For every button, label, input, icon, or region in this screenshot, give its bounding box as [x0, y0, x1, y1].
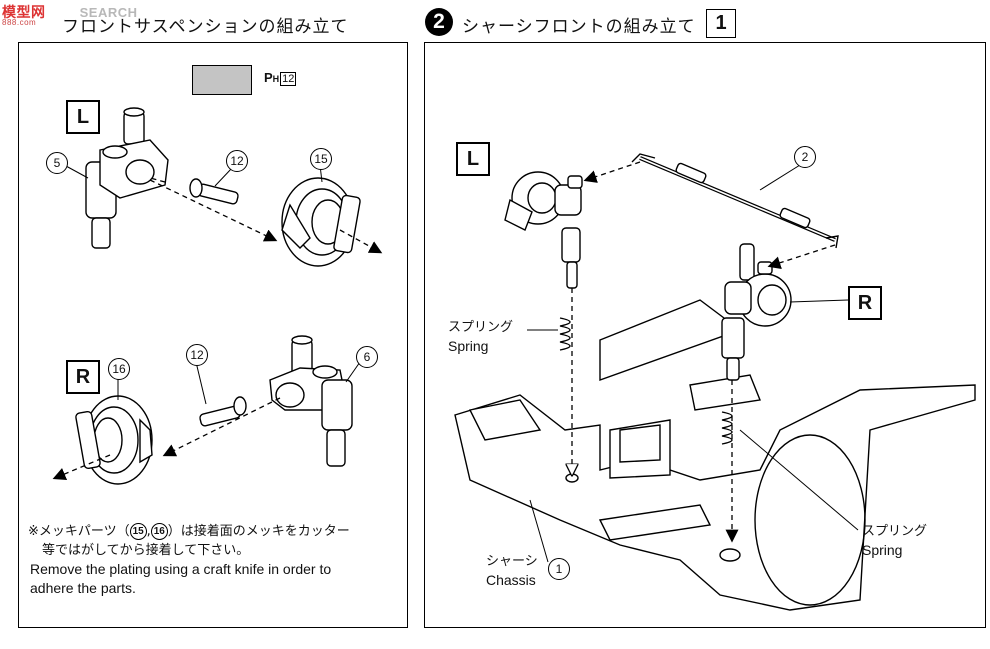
watermark-text: SEARCH	[79, 5, 138, 20]
step2-right-label: R	[848, 286, 882, 320]
paint-swatch	[192, 65, 252, 95]
step1-left-label: L	[66, 100, 100, 134]
tie-rod-part-2	[631, 153, 839, 249]
part-number-16: 16	[108, 358, 130, 380]
part-12-pin-left	[189, 178, 239, 205]
watermark-sub: 888.com	[2, 18, 37, 27]
step1-title: フロントサスペンションの組み立て	[62, 17, 349, 37]
paint-code-letter: H	[272, 74, 280, 84]
note-en-line1: Remove the plating using a craft knife i…	[30, 561, 332, 577]
part-number-2: 2	[794, 146, 816, 168]
spring-left-ja: スプリング	[448, 320, 514, 335]
chassis-ja: シャーシ	[486, 554, 538, 569]
part-16-hub-right	[75, 395, 153, 485]
step2-ref-box: 1	[706, 9, 736, 38]
knuckle-right-assembly	[721, 243, 792, 381]
step2-panel	[424, 42, 986, 628]
part-15-hub-left	[281, 177, 361, 267]
note-ja-prefix: ※メッキパーツ（	[28, 524, 130, 539]
watermark: 模型网 SEARCH 888.com	[2, 2, 138, 27]
note-en-line2: adhere the parts.	[30, 580, 136, 596]
part-5-knuckle-left	[85, 107, 169, 249]
watermark-logo: 模型网	[2, 4, 46, 20]
part-number-5: 5	[46, 152, 68, 174]
part-number-15: 15	[310, 148, 332, 170]
spring-right-en: Spring	[862, 542, 903, 558]
spring-right	[721, 411, 733, 445]
knuckle-left-assembly	[504, 171, 583, 289]
spring-left	[559, 317, 571, 351]
spring-right-ja: スプリング	[862, 524, 928, 539]
part-number-12-right: 12	[186, 344, 208, 366]
chassis-label: シャーシ Chassis	[486, 552, 538, 590]
step2-left-label: L	[456, 142, 490, 176]
spring-left-label: スプリング Spring	[448, 318, 513, 356]
paint-code-number: 12	[280, 72, 297, 86]
spring-right-label: スプリング Spring	[862, 522, 927, 560]
spring-left-en: Spring	[448, 338, 489, 354]
note-ja-line2: 等ではがしてから接着して下さい。	[42, 543, 250, 558]
note-part-15: 15	[129, 523, 147, 540]
part-number-12-left: 12	[226, 150, 248, 172]
step2-number: 2	[425, 8, 453, 36]
chassis-en: Chassis	[486, 572, 536, 588]
chassis-part-1	[454, 299, 976, 611]
note-ja-line1: ※メッキパーツ（15,16）は接着面のメッキをカッター	[28, 523, 350, 540]
part-6-knuckle-right	[269, 335, 353, 467]
note-ja-suffix: ）は接着面のメッキをカッター	[167, 524, 350, 539]
note-part-16: 16	[150, 523, 168, 540]
step1-panel	[18, 42, 408, 628]
part-number-6: 6	[356, 346, 378, 368]
step1-right-label: R	[66, 360, 100, 394]
part-number-1: 1	[548, 558, 570, 580]
plating-note: ※メッキパーツ（15,16）は接着面のメッキをカッター 等ではがしてから接着して…	[28, 522, 350, 598]
part-12-pin-right	[199, 396, 247, 427]
step2-title: シャーシフロントの組み立て	[462, 17, 696, 37]
